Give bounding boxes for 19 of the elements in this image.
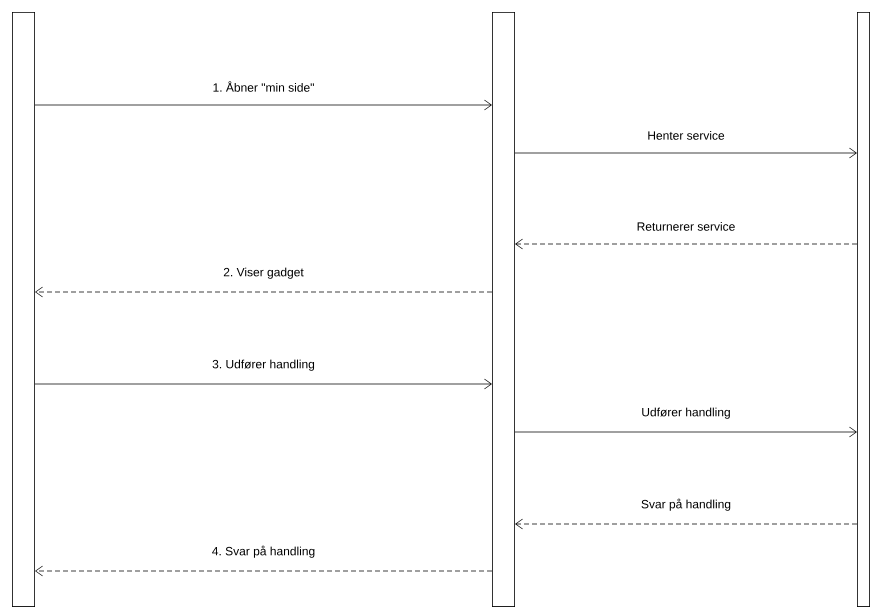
edge-label: Henter service	[648, 130, 724, 140]
activation-bar	[12, 12, 35, 607]
arrow	[514, 426, 857, 438]
edge-label: 4. Svar på handling	[212, 546, 314, 558]
edge-label: Svar på handling	[642, 498, 730, 511]
arrow	[34, 100, 492, 110]
edge-label: Udfører handling	[642, 408, 730, 419]
edge-label: 1. Åbner "min side"	[213, 81, 314, 92]
arrow	[515, 518, 858, 530]
activation-bar	[492, 12, 515, 607]
edge-label: 2. Viser gadget	[224, 268, 304, 279]
arrow	[35, 286, 492, 298]
arrow	[515, 238, 858, 250]
edge-label: 3. Udfører handling	[212, 360, 314, 371]
activation-bar	[857, 12, 870, 607]
edge-label: Returnerer service	[638, 222, 735, 231]
arrow	[35, 566, 492, 576]
arrow	[34, 378, 492, 390]
arrow	[514, 148, 857, 158]
